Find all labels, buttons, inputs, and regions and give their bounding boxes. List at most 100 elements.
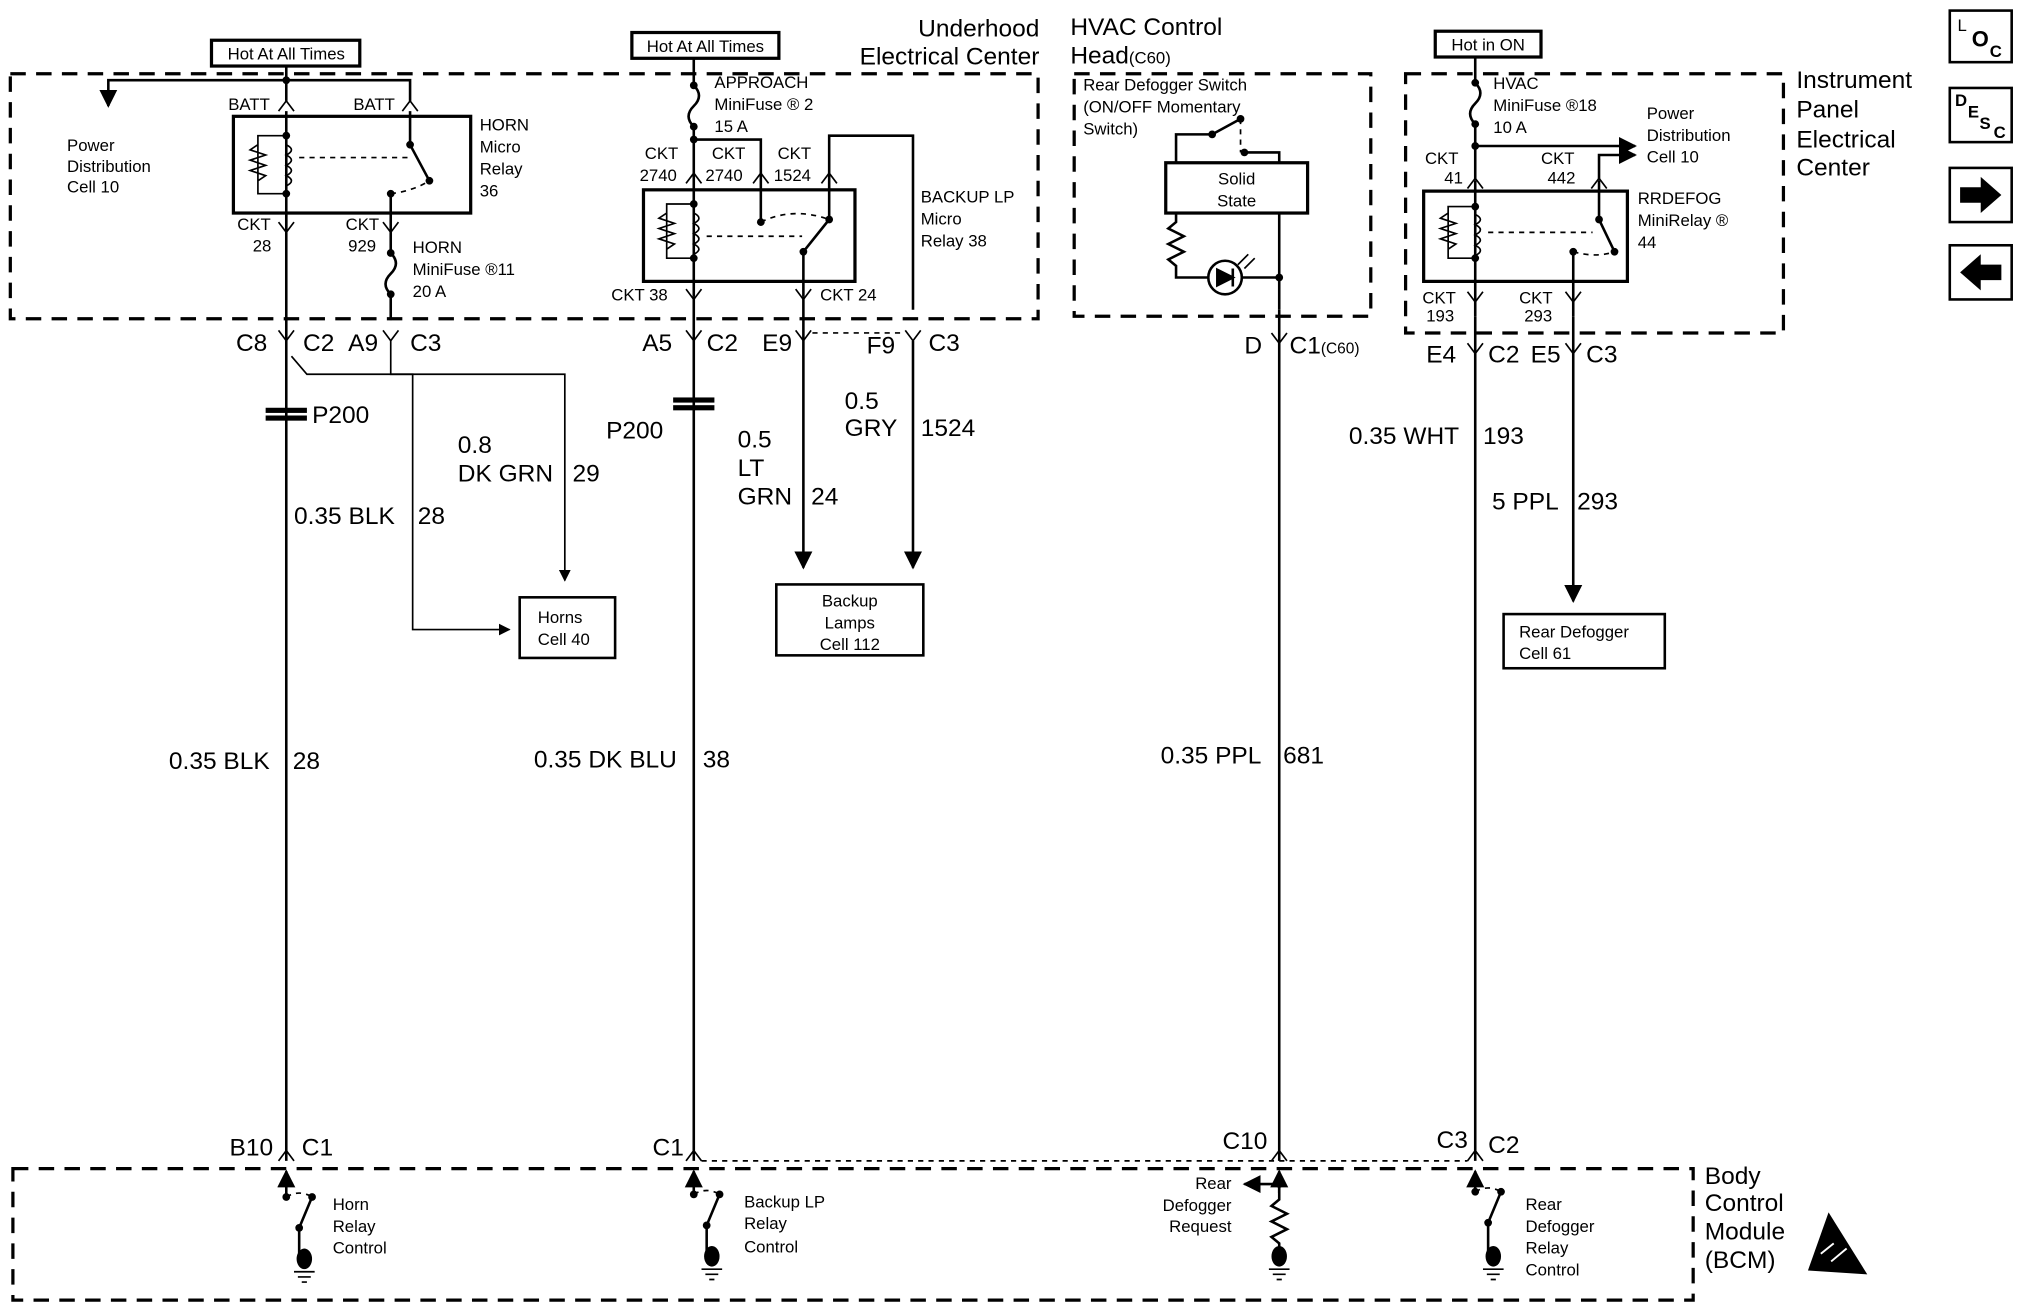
svg-text:A9: A9	[348, 330, 378, 357]
svg-text:C3: C3	[928, 330, 959, 357]
wire-label: 0.5	[738, 427, 772, 454]
horn-fuse-label: HORN	[413, 238, 462, 257]
horn-micro-relay	[231, 111, 473, 230]
rrdefog-relay-label: 44	[1638, 233, 1657, 252]
power-distribution-label: Cell 10	[1647, 148, 1699, 167]
rrdefog-minirelay	[1422, 180, 1630, 317]
ipec-title: Instrument	[1796, 67, 1912, 94]
bcm-function-label: Rear	[1195, 1174, 1232, 1193]
svg-text:E9: E9	[762, 330, 792, 357]
wire-label: 193	[1483, 423, 1524, 450]
approach-fuse-label: 15 A	[714, 117, 748, 136]
underhood-electrical-center-boundary	[8, 72, 1040, 321]
approach-fuse-label: MiniFuse ® 2	[714, 95, 813, 114]
bcm-function-label: Defogger	[1163, 1196, 1232, 1215]
wire-label: 38	[703, 747, 730, 774]
bcm-title: Module	[1705, 1219, 1785, 1246]
bcm-function-label: Relay	[744, 1214, 787, 1233]
backup-lamp-micro-relay	[641, 174, 857, 297]
ckt-label: CKT 38	[611, 286, 667, 305]
ipec-title: Electrical	[1796, 126, 1895, 153]
splice-p200	[673, 397, 715, 411]
ckt-label: CKT	[712, 144, 745, 163]
hvac-fuse-label: HVAC	[1493, 74, 1538, 93]
svg-text:Hot At All Times: Hot At All Times	[228, 45, 345, 64]
wire-label: GRN	[738, 483, 792, 510]
wire-label: LT	[738, 455, 765, 482]
power-distribution-label: Power	[1647, 104, 1695, 123]
switch-label: Switch)	[1083, 119, 1138, 138]
hvac-title: HVAC Control	[1070, 14, 1222, 41]
ckt-label: CKT 24	[820, 286, 876, 305]
ckt-label: 442	[1547, 168, 1575, 187]
bcm-function-label: Relay	[1526, 1239, 1569, 1258]
wire-label: 0.8	[458, 432, 492, 459]
rear-defogger-cell-61-link[interactable]: Rear Defogger Cell 61	[1502, 612, 1667, 670]
connector-label: E5	[1531, 342, 1561, 369]
power-distribution-label: Power	[67, 136, 115, 155]
approach-fuse-label: APPROACH	[714, 73, 808, 92]
wire-label: 0.35 BLK	[294, 503, 395, 530]
backup-relay-label: Micro	[921, 210, 962, 229]
bcm-function-label: Defogger	[1526, 1217, 1595, 1236]
wire-label: 28	[293, 748, 320, 775]
svg-text:C2: C2	[303, 330, 334, 357]
svg-text:Lamps: Lamps	[825, 613, 875, 632]
backup-relay-label: Relay 38	[921, 232, 987, 251]
wire-label: 293	[1577, 489, 1618, 516]
loc-letter: C	[1990, 42, 2002, 61]
desc-button[interactable]: D E S C	[1948, 86, 2013, 144]
wire-label: 0.35 DK BLU	[534, 747, 677, 774]
ckt-label: 2740	[640, 166, 677, 185]
svg-text:State: State	[1217, 192, 1256, 211]
hvac-fuse-label: MiniFuse ®18	[1493, 96, 1597, 115]
wire-label: GRY	[845, 415, 898, 442]
power-distribution-label: Distribution	[1647, 126, 1731, 145]
underhood-title: Electrical Center	[860, 44, 1040, 71]
desc-letter: C	[1994, 123, 2006, 142]
instrument-panel-electrical-center-boundary	[1403, 72, 1786, 335]
hot-in-on-label: Hot in ON	[1433, 29, 1543, 59]
svg-text:Hot in ON: Hot in ON	[1451, 36, 1525, 55]
bcm-function-label: Backup LP	[744, 1192, 825, 1211]
ckt-label: CKT	[1541, 149, 1575, 168]
horn-fuse-label: 20 A	[413, 282, 447, 301]
connector-label: C1	[653, 1135, 684, 1162]
power-distribution-label: Distribution	[67, 157, 151, 176]
bcm-title: Control	[1705, 1190, 1784, 1217]
svg-text:Cell 112: Cell 112	[820, 635, 880, 654]
wire-label: 0.35 BLK	[169, 748, 270, 775]
ipec-title: Center	[1796, 155, 1870, 182]
bcm-function-label: Control	[1526, 1261, 1580, 1280]
previous-page-button[interactable]	[1948, 243, 2013, 301]
bcm-function-label: Horn	[333, 1195, 369, 1214]
loc-button[interactable]: L O C	[1948, 9, 2013, 64]
horns-cell-40-link[interactable]: Horns Cell 40	[518, 596, 617, 660]
batt-label: BATT	[353, 95, 395, 114]
svg-text:Backup: Backup	[822, 591, 878, 610]
ipec-title: Panel	[1796, 97, 1859, 124]
connector-label: C2	[1488, 342, 1519, 369]
bcm-function-label: Rear	[1526, 1195, 1563, 1214]
svg-text:Solid: Solid	[1218, 170, 1255, 189]
hvac-control-head-boundary	[1072, 72, 1373, 318]
switch-label: Rear Defogger Switch	[1083, 76, 1247, 95]
hvac-fuse-label: 10 A	[1493, 118, 1527, 137]
wire-label: 0.35 PPL	[1161, 743, 1262, 770]
bcm-function-label: Relay	[333, 1217, 376, 1236]
connector-label: C2	[1488, 1132, 1519, 1159]
loc-letter: L	[1958, 16, 1967, 35]
ckt-label: 293	[1524, 306, 1552, 325]
svg-text:C3: C3	[410, 330, 441, 357]
connector-label: E4	[1426, 342, 1456, 369]
connector-label: D	[1244, 333, 1262, 360]
ckt-label: CKT	[1422, 288, 1456, 307]
rear-defogger-request-input	[1242, 1169, 1290, 1281]
rrdefog-relay-label: RRDEFOG	[1638, 189, 1722, 208]
connector-label: C1(C60)	[1290, 333, 1360, 360]
svg-text:Horns: Horns	[538, 608, 583, 627]
svg-text:A5: A5	[642, 330, 672, 357]
backup-lamps-cell-112-link[interactable]: Backup Lamps Cell 112	[775, 583, 925, 657]
next-page-button[interactable]	[1948, 166, 2013, 224]
